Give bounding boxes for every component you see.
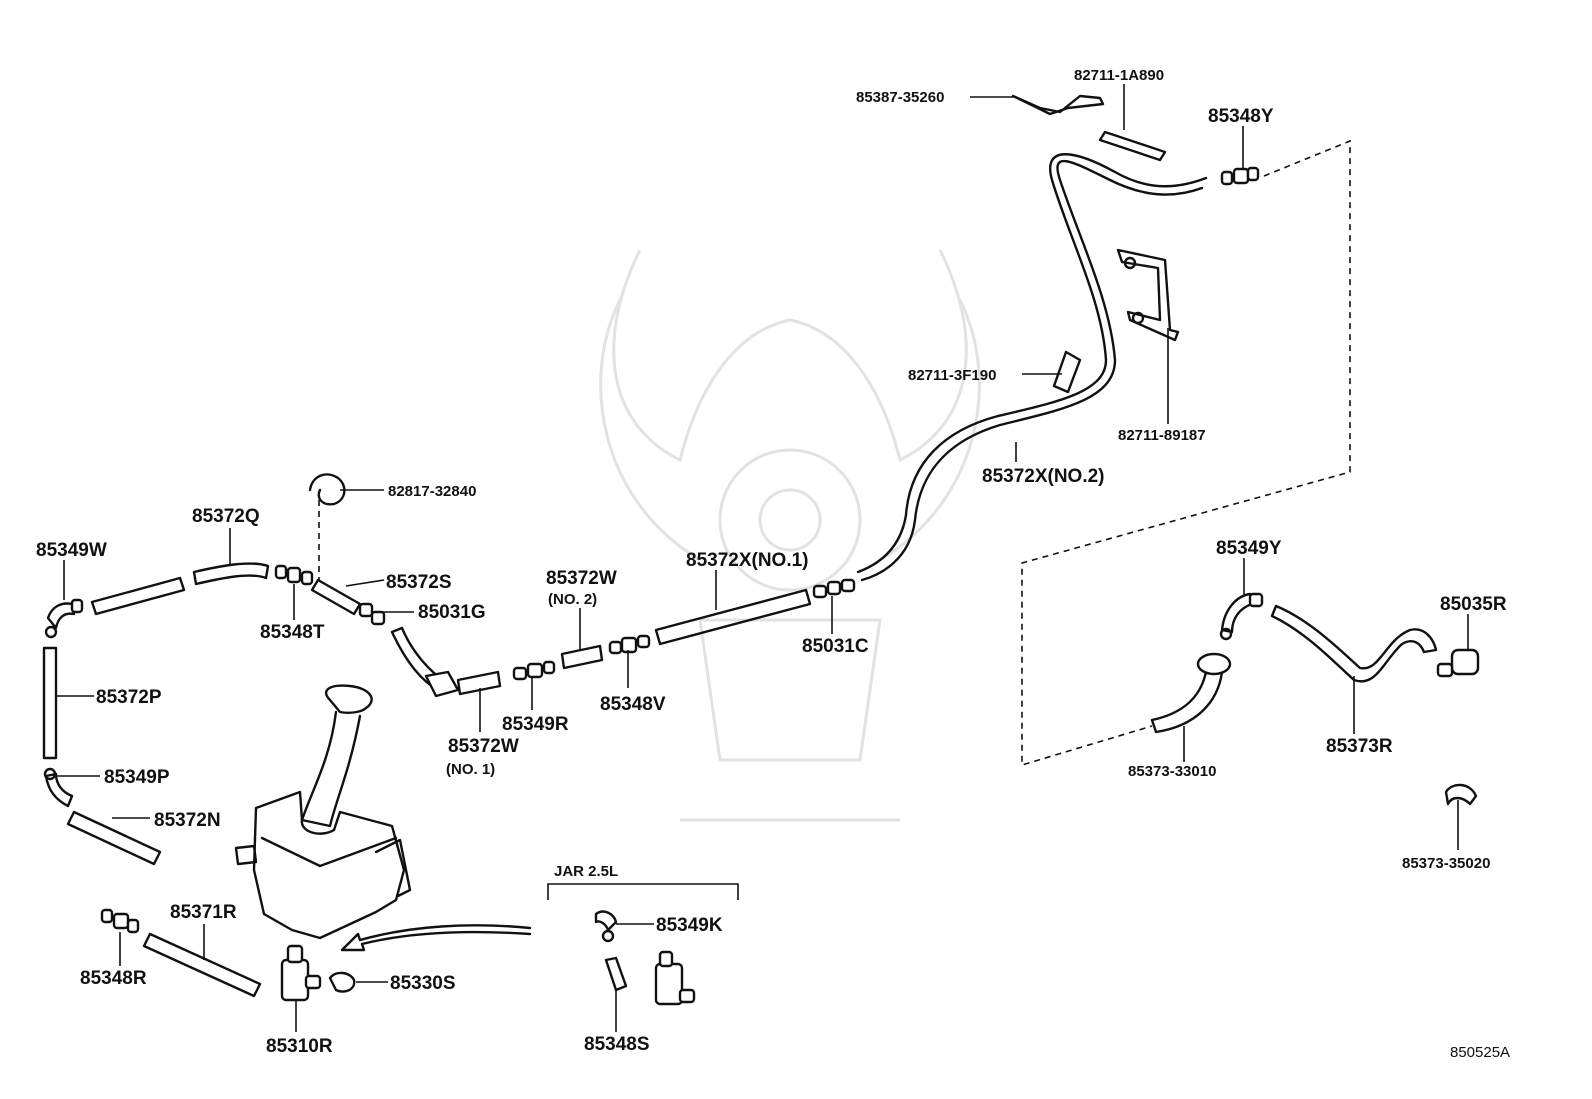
label-85373r[interactable]: 85373R <box>1326 736 1393 757</box>
label-85348y[interactable]: 85348Y <box>1208 106 1274 127</box>
clip-82711-1a890-shape <box>1098 130 1167 162</box>
hose-85372q-shape <box>90 562 270 616</box>
label-85349w[interactable]: 85349W <box>36 540 107 561</box>
label-85372n[interactable]: 85372N <box>154 810 221 831</box>
label-85348t[interactable]: 85348T <box>260 622 325 643</box>
label-85372w-no2[interactable]: 85372W <box>546 568 617 589</box>
label-85348s[interactable]: 85348S <box>584 1034 650 1055</box>
label-85349r[interactable]: 85349R <box>502 714 569 735</box>
hose-85372n-shape <box>66 810 162 866</box>
label-82711-3f190[interactable]: 82711-3F190 <box>908 367 996 384</box>
label-85348v[interactable]: 85348V <box>600 694 666 715</box>
hose-85371r-shape <box>142 932 262 998</box>
part-shapes <box>42 94 1480 1006</box>
label-85373-35020[interactable]: 85373-35020 <box>1402 855 1490 872</box>
leader-lines <box>56 84 1469 1032</box>
grommet-85373-33010-shape <box>1196 652 1232 676</box>
joint-85348r-shape <box>100 908 140 934</box>
label-85349k[interactable]: 85349K <box>656 915 723 936</box>
diagram-code: 850525A <box>1450 1044 1510 1061</box>
label-jar-group: JAR 2.5L <box>554 863 618 880</box>
jar-group-bracket <box>547 883 739 900</box>
hose-85372w-no1-shape <box>456 670 502 696</box>
label-85372s[interactable]: 85372S <box>386 572 452 593</box>
elbow-joint-shape <box>424 670 460 698</box>
clamp-82817-shape <box>308 473 346 506</box>
grommet-85373-35020-shape <box>1444 783 1478 806</box>
clip-82711-3f190-shape <box>1052 350 1082 394</box>
label-85349p[interactable]: 85349P <box>104 767 170 788</box>
part-labels: 85387-35260 82711-1A890 85348Y 82711-3F1… <box>36 67 1510 1061</box>
rear-section-outline <box>1021 139 1351 767</box>
elbow-85349y-shape <box>1220 592 1254 634</box>
label-85372x-no2[interactable]: 85372X(NO.2) <box>982 466 1105 487</box>
label-85035r[interactable]: 85035R <box>1440 594 1507 615</box>
hose-85372w-no2-shape <box>560 644 604 670</box>
label-85349y[interactable]: 85349Y <box>1216 538 1282 559</box>
joint-85349r-shape <box>512 660 556 681</box>
label-85310r[interactable]: 85310R <box>266 1036 333 1057</box>
label-82711-89187[interactable]: 82711-89187 <box>1118 427 1206 444</box>
hose-85372p-shape <box>42 646 58 760</box>
elbow-85349p-shape <box>44 772 74 808</box>
joint-85348t-shape <box>274 564 314 586</box>
hose-85372s-shape <box>310 578 362 616</box>
label-85372w-no1[interactable]: 85372W <box>448 736 519 757</box>
nozzle-85035r-shape <box>1436 648 1480 678</box>
hose-85372x-no2-shape-inner <box>856 153 1208 574</box>
pump-85310r-shape <box>280 944 322 1002</box>
label-85372x-no1[interactable]: 85372X(NO.1) <box>686 550 809 571</box>
joint-85348v-shape <box>608 634 651 655</box>
elbow-85349w-shape <box>46 602 76 630</box>
washer-tank-shape <box>234 684 412 940</box>
label-85371r[interactable]: 85371R <box>170 902 237 923</box>
hose-85373r-shape <box>1270 604 1438 683</box>
hose-85373-33010-shape <box>1150 670 1224 734</box>
joint-85031c-shape <box>812 578 856 599</box>
label-85373-33010[interactable]: 85373-33010 <box>1128 763 1216 780</box>
label-85348r[interactable]: 85348R <box>80 968 147 989</box>
bracket-82711-89187-shape <box>1116 248 1180 342</box>
watermark-emblem <box>599 249 981 822</box>
hose-85348s-shape <box>604 956 628 992</box>
joint-85031g-shape <box>358 602 386 626</box>
label-85372w-no1-sub: (NO. 1) <box>446 761 495 778</box>
hose-85372x-no1-shape <box>654 588 812 646</box>
label-85387-35260[interactable]: 85387-35260 <box>856 89 944 106</box>
arrow-to-jar-group <box>340 924 532 952</box>
jar-pump-shape <box>654 950 696 1006</box>
label-82817-32840[interactable]: 82817-32840 <box>388 483 476 500</box>
label-85372w-no2-sub: (NO. 2) <box>548 591 597 608</box>
label-85330s[interactable]: 85330S <box>390 973 456 994</box>
label-82711-1a890[interactable]: 82711-1A890 <box>1074 67 1164 84</box>
bracket-85387-shape <box>1011 94 1105 116</box>
elbow-85349k-shape <box>594 910 618 932</box>
label-85372q[interactable]: 85372Q <box>192 506 260 527</box>
label-85372p[interactable]: 85372P <box>96 687 162 708</box>
grommet-85330s-shape <box>328 971 356 993</box>
label-85031c[interactable]: 85031C <box>802 636 869 657</box>
joint-85348y-shape <box>1220 166 1260 186</box>
label-85031g[interactable]: 85031G <box>418 602 486 623</box>
hose-85372x-no2-shape <box>860 160 1204 582</box>
